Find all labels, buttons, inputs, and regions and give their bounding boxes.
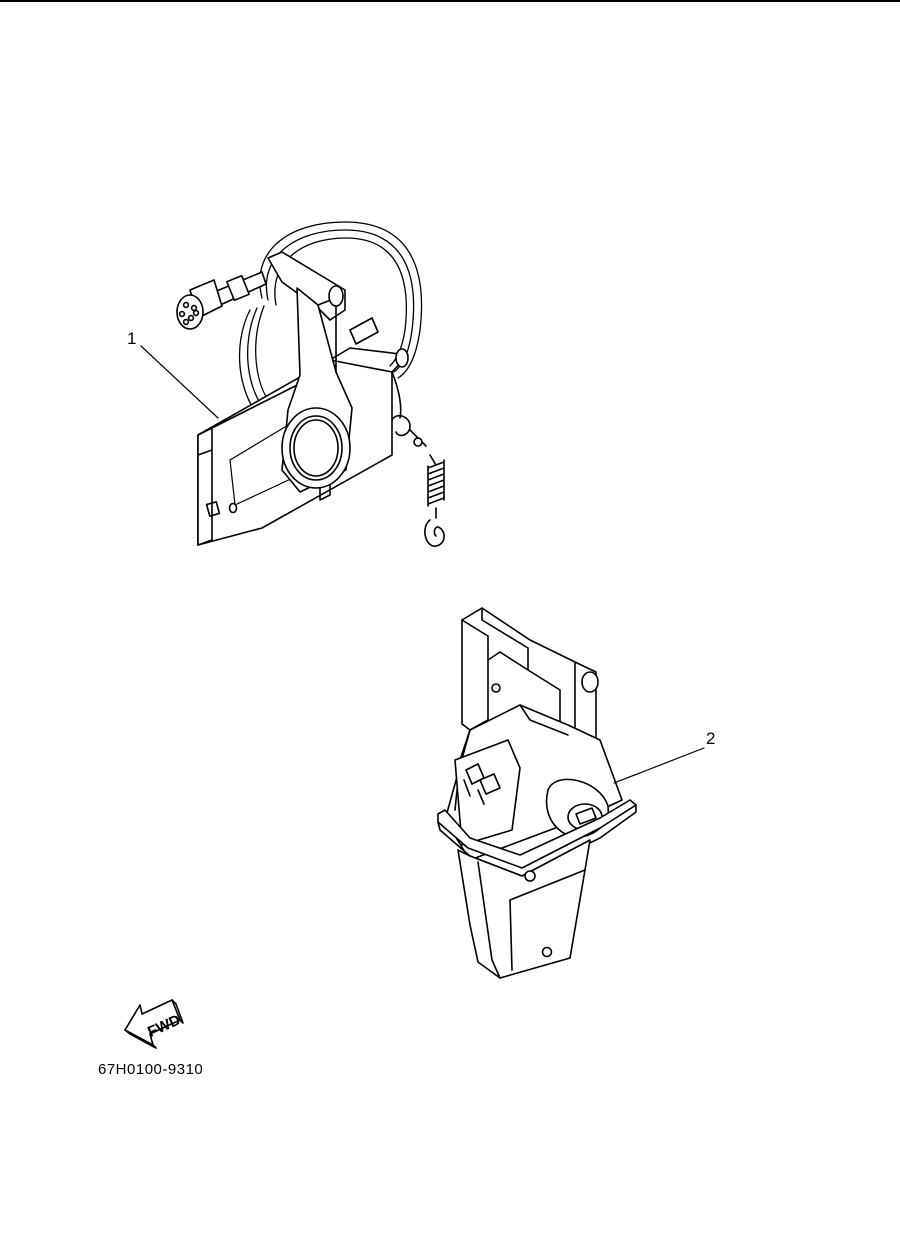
diagram-part-code: 67H0100-9310 <box>98 1061 204 1078</box>
fwd-label: FWD <box>145 1011 183 1040</box>
lanyard-spring-hook <box>409 429 445 547</box>
fwd-arrow-icon <box>124 999 184 1049</box>
part-2-binnacle-remote-control[interactable] <box>437 607 637 979</box>
callout-number-1: 1 <box>127 329 137 348</box>
top-border-rule <box>0 0 900 2</box>
connector-plug <box>176 271 267 330</box>
callout-2-leader <box>613 747 705 784</box>
callout-number-2: 2 <box>706 729 716 748</box>
part-1-side-mount-remote-control[interactable] <box>176 221 445 547</box>
control-handle <box>267 251 353 493</box>
binnacle-pedestal <box>457 839 591 979</box>
cable-clip <box>391 348 411 437</box>
callout-1-leader <box>140 345 219 419</box>
